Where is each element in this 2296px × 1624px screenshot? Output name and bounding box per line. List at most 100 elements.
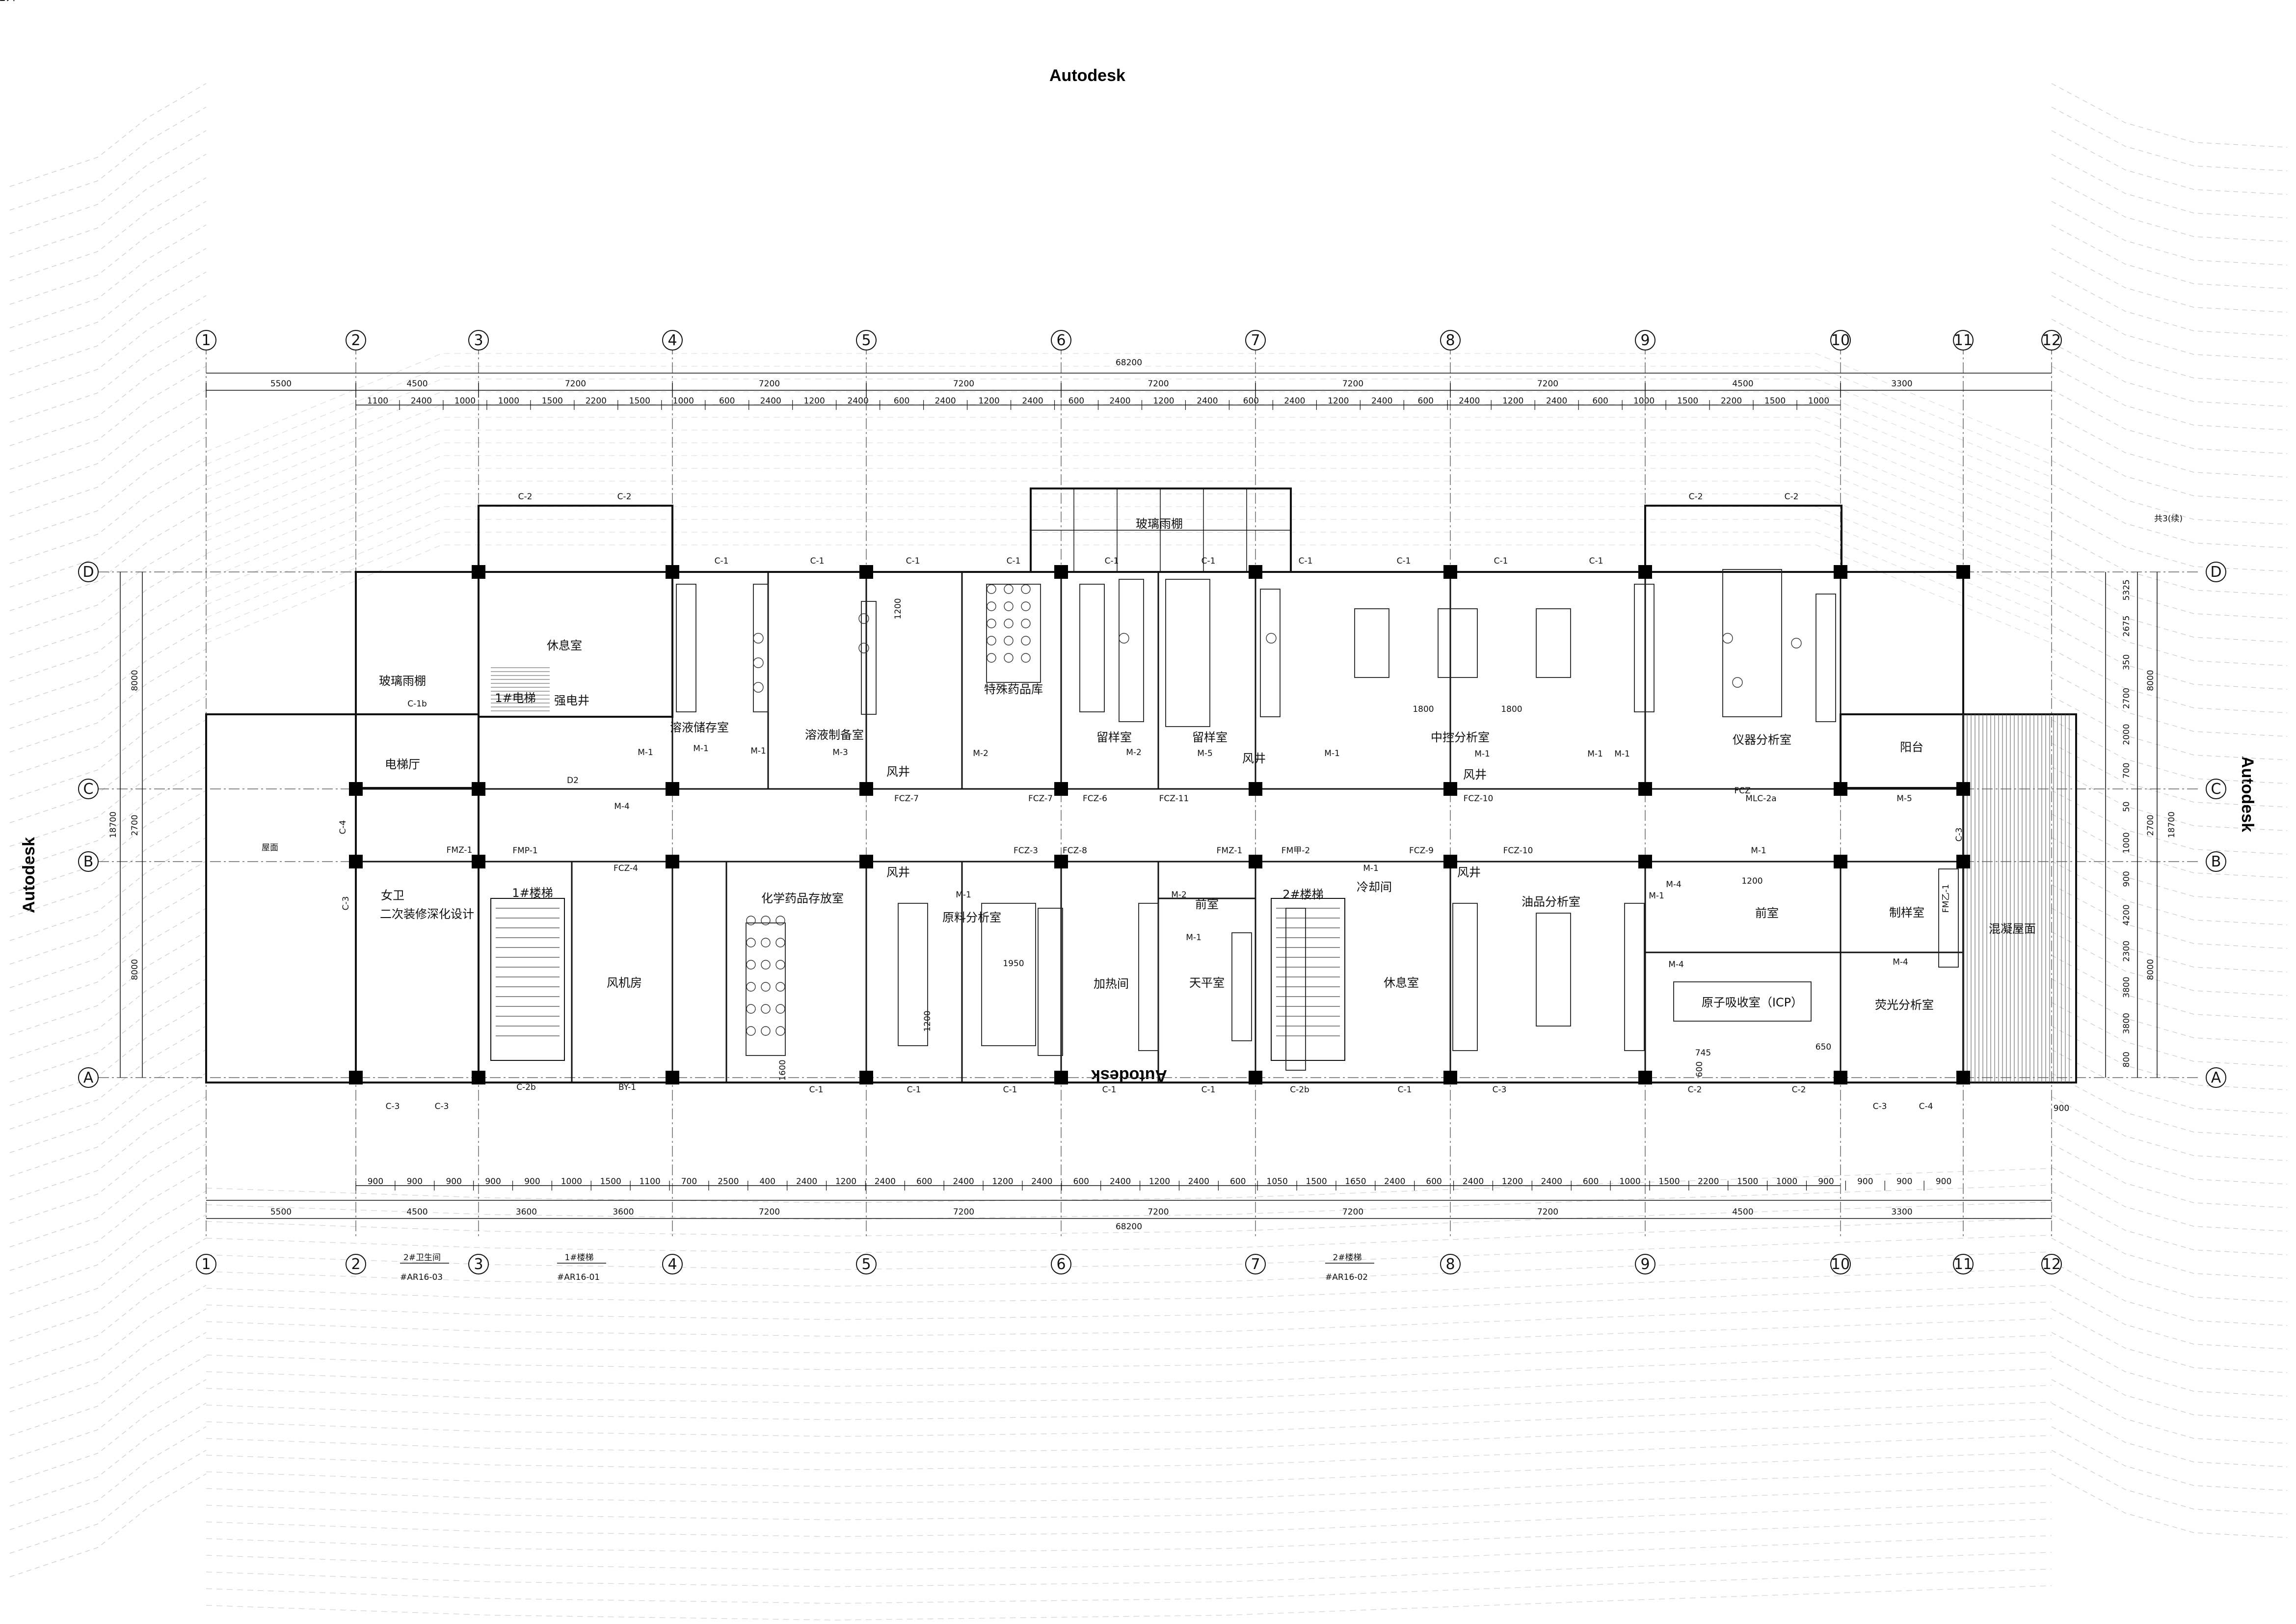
detail-dimension: 1000: [673, 396, 694, 406]
room-label: 混凝屋面: [1989, 922, 2036, 936]
detail-dimension: 900: [446, 1177, 461, 1187]
room-label: 1#楼梯: [512, 886, 553, 900]
reagent-shelf-mark: [1004, 584, 1014, 594]
room-label: 女卫: [381, 889, 404, 902]
axis-label: A: [2211, 1069, 2221, 1086]
structural-column: [1249, 565, 1262, 579]
room-label: 2#楼梯: [1282, 888, 1323, 901]
detail-dimension: 2400: [875, 1177, 896, 1187]
detail-dimension: 900: [1857, 1177, 1873, 1187]
door-window-tag: M-2: [1171, 890, 1187, 900]
lounge-block: [478, 505, 673, 718]
door-window-tag: M-2: [973, 749, 988, 758]
stair-outline: [1271, 898, 1345, 1061]
detail-dimension: 1000: [561, 1177, 582, 1187]
detail-dimension: 600: [1243, 396, 1259, 406]
structural-column: [1443, 565, 1457, 579]
lab-bench: [1673, 981, 1812, 1022]
structural-column: [1638, 565, 1652, 579]
detail-dimension: 600: [719, 396, 735, 406]
structural-column: [1956, 782, 1970, 796]
local-dimension: 600: [1695, 1061, 1705, 1077]
detail-dimension: 1000: [1633, 396, 1655, 406]
door-window-tag: C-1: [1201, 1085, 1216, 1095]
detail-dimension: 2300: [2122, 941, 2132, 962]
room-label: 休息室: [1384, 976, 1419, 990]
axis-bubble: [1051, 1254, 1071, 1274]
detail-dimension: 600: [1592, 396, 1608, 406]
detail-ref-title: 2#楼梯: [1333, 1253, 1362, 1263]
room-label: 强电井: [0, 0, 18, 3]
lab-bench: [1815, 594, 1836, 722]
axis-label: D: [82, 564, 94, 581]
door-window-tag: M-3: [832, 748, 848, 758]
room-label: 风机房: [607, 976, 642, 990]
detail-dimension: 900: [485, 1177, 501, 1187]
overall-dimension: 68200: [1116, 1222, 1142, 1232]
equipment-mark: [1791, 638, 1802, 649]
bay-dimension: 7200: [1342, 379, 1363, 389]
plan-labels: 休息室玻璃雨棚电梯厅1#电梯强电井溶液储存室溶液制备室特殊药品库留样室留样室中控…: [0, 0, 2183, 1282]
stair-outline: [490, 898, 565, 1061]
structural-column: [349, 855, 363, 868]
structural-column: [472, 565, 485, 579]
reagent-shelf-mark: [746, 938, 756, 947]
axis-label: 2: [351, 332, 360, 349]
door-window-tag: C-3: [1873, 1102, 1887, 1111]
room-label: 制样室: [1889, 906, 1924, 920]
axis-label: C: [2211, 781, 2221, 798]
room-label: 冷却间: [1357, 880, 1392, 894]
lab-bench: [1452, 903, 1478, 1051]
structural-column: [1834, 855, 1847, 868]
axis-bubble: [196, 330, 216, 351]
axis-bubble: [1440, 1254, 1461, 1274]
lab-bench: [986, 584, 1041, 683]
room-label: 休息室: [547, 639, 582, 652]
door-window-tag: C-1: [1398, 1085, 1412, 1095]
room-label: 原子吸收室（ICP）: [1702, 996, 1803, 1009]
detail-dimension: 1000: [454, 396, 476, 406]
axis-label: A: [83, 1069, 94, 1086]
axis-bubble: [78, 851, 99, 872]
lab-bench: [1119, 579, 1144, 722]
detail-dimension: 900: [1936, 1177, 1951, 1187]
structural-column: [1054, 782, 1068, 796]
room-label: 风井: [1457, 866, 1481, 879]
equipment-mark: [753, 657, 764, 668]
door-window-tag: C-1: [1589, 556, 1603, 566]
axis-label: 1: [201, 332, 211, 349]
concrete-roof: [1962, 713, 2077, 1083]
detail-dimension: 2400: [934, 396, 956, 406]
door-window-tag: C-1: [1102, 1085, 1117, 1095]
bay-dimension: 3600: [516, 1207, 537, 1217]
lab-bench: [1079, 584, 1105, 712]
reagent-shelf-mark: [1021, 584, 1031, 594]
door-window-tag: C-2b: [516, 1083, 536, 1092]
row-dimension: 8000: [2146, 670, 2156, 691]
detail-dimension: 2000: [2122, 724, 2132, 745]
structural-column: [859, 1071, 873, 1084]
structural-column: [472, 1071, 485, 1084]
detail-dimension: 600: [1073, 1177, 1089, 1187]
detail-dimension: 2400: [953, 1177, 974, 1187]
axis-bubble: [1635, 330, 1655, 351]
door-window-tag: C-1b: [407, 699, 427, 709]
detail-dimension: 2400: [1022, 396, 1043, 406]
lab-furniture: [676, 569, 1959, 1071]
bay-dimension: 4500: [1732, 379, 1753, 389]
reagent-shelf-mark: [746, 982, 756, 992]
lab-bench: [1038, 908, 1063, 1056]
axis-label: C: [83, 781, 94, 798]
axis-label: 9: [1640, 1256, 1650, 1273]
detail-dimension: 2400: [1110, 1177, 1131, 1187]
structural-column: [1443, 855, 1457, 868]
row-dimension: 2700: [130, 814, 140, 836]
room-label: 中控分析室: [1431, 731, 1490, 744]
door-window-tag: C-3: [1954, 828, 1964, 842]
door-window-tag: M-1: [1649, 891, 1664, 901]
axis-bubble: [78, 562, 99, 582]
detail-dimension: 2675: [2122, 616, 2132, 637]
sheet-note: 共3(续): [2154, 514, 2183, 524]
detail-dimension: 1000: [1776, 1177, 1797, 1187]
